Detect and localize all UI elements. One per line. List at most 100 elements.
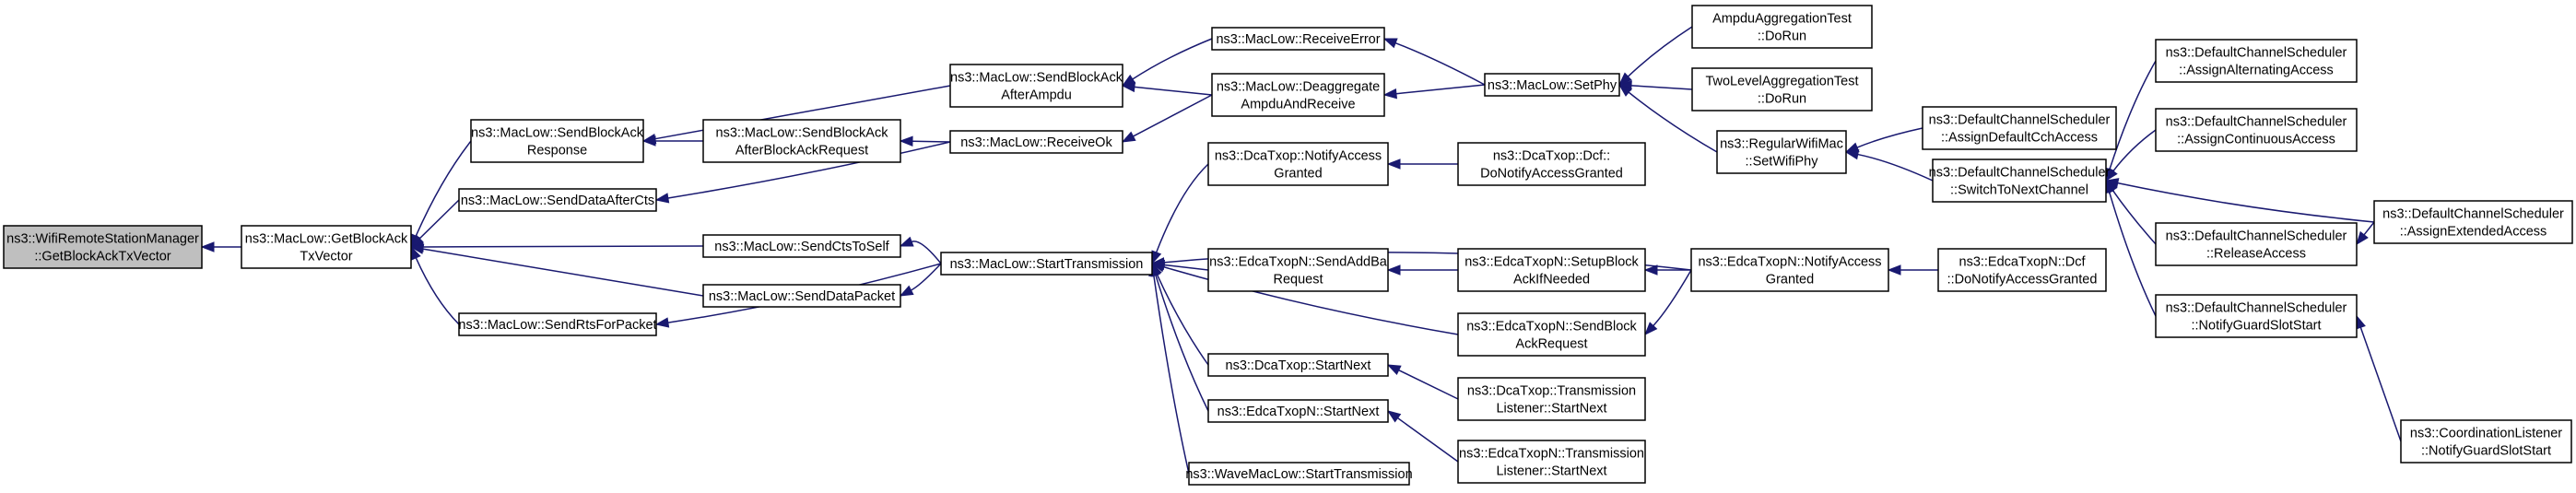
node-label: ns3::EdcaTxopN::StartNext [1217,405,1380,419]
node-label: ::DoRun [1758,29,1806,44]
graph-node[interactable]: ns3::MacLow::ReceiveOk [949,130,1123,154]
node-label: ::SetWifiPhy [1746,155,1819,170]
edge-line [911,241,942,264]
edge-line [422,248,704,297]
graph-node[interactable]: ns3::DefaultChannelScheduler::AssignExte… [2373,200,2573,244]
arrowhead [899,285,914,297]
node-label: AmpduAndReceive [1241,98,1355,112]
node-box [1457,312,1646,357]
graph-node[interactable]: ns3::MacLow::SendDataPacket [702,284,901,308]
graph-node[interactable]: ns3::DefaultChannelScheduler::AssignCont… [2155,108,2358,152]
graph-node[interactable]: ns3::EdcaTxopN::StartNext [1207,399,1389,423]
edge-line [1856,127,1923,148]
node-box [1716,130,1847,174]
node-label: Request [1273,273,1323,288]
node-label: ::AssignContinuousAccess [2177,133,2335,147]
edge-line [1397,417,1459,463]
graph-node[interactable]: ns3::DefaultChannelScheduler::AssignDefa… [1922,106,2117,150]
node-label: ns3::MacLow::GetBlockAck [245,232,408,247]
arrowhead [1386,410,1402,423]
call-edge [1121,94,1213,143]
edge-line [1630,85,1693,90]
call-edge [1644,269,1692,336]
edge-line [1163,265,1459,335]
graph-node[interactable]: ns3::DefaultChannelScheduler::SwitchToNe… [1929,158,2111,203]
graph-node[interactable]: ns3::DcaTxop::Dcf::DoNotifyAccessGranted [1457,142,1646,186]
node-label: ::AssignExtendedAccess [2400,225,2547,240]
graph-node[interactable]: ns3::MacLow::SendBlockAckAfterBlockAckRe… [702,119,901,163]
graph-node[interactable]: ns3::DcaTxop::StartNext [1207,353,1389,377]
graph-node[interactable]: ns3::MacLow::GetBlockAckTxVector [241,225,412,269]
edge-line [654,85,951,140]
graph-node[interactable]: ns3::MacLow::SetPhy [1484,73,1620,97]
call-edge [409,241,704,252]
graph-node[interactable]: ns3::EdcaTxopN::Dcf::DoNotifyAccessGrant… [1937,248,2107,292]
node-label: ns3::MacLow::SendBlockAck [716,126,889,141]
node-label: ::DoNotifyAccessGranted [1947,273,2098,288]
edge-line [2111,190,2157,245]
node-label: ns3::MacLow::SendDataPacket [709,289,895,304]
graph-node[interactable]: ns3::DcaTxop::TransmissionListener::Star… [1457,377,1646,421]
arrowhead [2356,314,2366,330]
node-label: TxVector [300,250,352,264]
edge-line [2363,221,2375,236]
edge-line [2108,192,2157,317]
graph-node[interactable]: ns3::MacLow::SendRtsForPacket [458,312,657,336]
arrowhead [899,236,914,247]
call-edge [1844,149,1934,182]
node-label: Response [527,144,587,158]
call-edge [2104,178,2375,223]
arrowhead [899,135,913,147]
node-label: ns3::MacLow::StartTransmission [950,257,1144,272]
graph-node[interactable]: ns3::DefaultChannelScheduler::ReleaseAcc… [2155,222,2358,266]
arrowhead [654,317,670,328]
node-box [2155,222,2358,266]
edge-line [422,245,704,248]
graph-node[interactable]: TwoLevelAggregationTest::DoRun [1691,67,1873,112]
node-box [1484,73,1620,97]
arrowhead [2105,167,2118,182]
arrowhead [1382,88,1398,100]
edge-line [911,263,942,291]
node-label: ns3::DcaTxop::NotifyAccess [1215,149,1382,164]
node-box [2155,108,2358,152]
call-edge [1887,264,1939,276]
edge-line [415,257,460,325]
node-label: ns3::DcaTxop::Transmission [1467,384,1636,399]
graph-node[interactable]: ns3::MacLow::ReceiveError [1211,27,1385,51]
node-label: ns3::DefaultChannelScheduler [1929,113,2111,128]
graph-node[interactable]: ns3::MacLow::SendDataAfterCts [458,188,657,212]
graph-node[interactable]: ns3::DcaTxop::NotifyAccessGranted [1207,142,1389,186]
arrowhead [1844,149,1860,160]
graph-node[interactable]: ns3::WifiRemoteStationManager::GetBlockA… [3,225,203,269]
node-label: ns3::EdcaTxopN::Dcf [1959,255,2087,270]
graph-node[interactable]: ns3::RegularWifiMac::SetWifiPhy [1716,130,1847,174]
node-box [702,234,901,258]
graph-node[interactable]: ns3::EdcaTxopN::TransmissionListener::St… [1457,440,1646,484]
graph-node[interactable]: ns3::DefaultChannelScheduler::NotifyGuar… [2155,294,2358,338]
edge-line [2359,327,2402,442]
call-edge [641,135,703,147]
graph-node[interactable]: ns3::DefaultChannelScheduler::AssignAlte… [2155,39,2358,83]
graph-node[interactable]: AmpduAggregationTest::DoRun [1691,5,1873,49]
graph-node[interactable]: ns3::EdcaTxopN::NotifyAccessGranted [1690,248,1889,292]
edge-line [2117,182,2375,223]
graph-node[interactable]: ns3::CoordinationListener::NotifyGuardSl… [2400,419,2572,464]
call-edge [654,141,951,204]
arrowhead [1643,264,1658,276]
node-label: ns3::DefaultChannelScheduler [2382,207,2564,222]
node-label: ns3::DefaultChannelScheduler [2166,115,2347,130]
graph-node[interactable]: ns3::WaveMacLow::StartTransmission [1185,462,1413,486]
edge-line [1133,94,1213,137]
graph-node[interactable]: ns3::MacLow::SendCtsToSelf [702,234,901,258]
edge-line [2109,60,2157,170]
graph-node[interactable]: ns3::MacLow::StartTransmission [940,252,1153,276]
call-edge [1121,81,1213,96]
call-edge [2104,179,2157,317]
